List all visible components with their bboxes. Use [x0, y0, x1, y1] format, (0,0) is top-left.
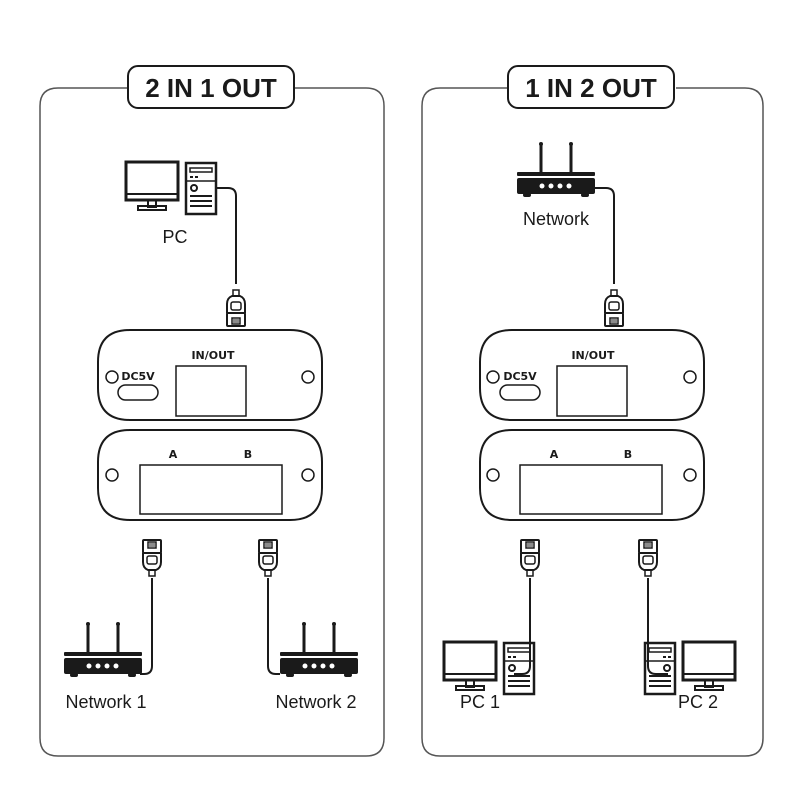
device-label: PC: [162, 227, 187, 247]
device-label: PC 2: [678, 692, 718, 712]
rj45-port-in-out: [175, 365, 247, 417]
panel-border: [39, 87, 385, 757]
screw-hole: [683, 370, 697, 384]
rj45-plug-icon: [142, 539, 162, 577]
rj45-ports-a-b: [519, 464, 663, 515]
device-label: Network 1: [65, 692, 146, 712]
pc-icon: [645, 642, 735, 694]
screw-hole: [683, 468, 697, 482]
power-port: [499, 384, 541, 401]
cable: [140, 578, 153, 675]
cable: [514, 578, 531, 675]
router-icon: [62, 620, 144, 679]
switch-back-panel: A B: [479, 429, 705, 521]
cable: [595, 187, 615, 284]
device-label: Network 2: [275, 692, 356, 712]
device-label: Network: [523, 209, 590, 229]
switch-front-panel: DC5V IN/OUT: [479, 329, 705, 421]
panel-title: 1 IN 2 OUT: [525, 73, 657, 103]
device-label: PC 1: [460, 692, 500, 712]
power-label: DC5V: [121, 370, 155, 383]
rj45-plug-icon: [227, 290, 245, 326]
pc-icon: [442, 640, 536, 696]
panel-title-box: [127, 65, 295, 109]
rj45-plug-icon: [520, 539, 540, 577]
port-label-in-out: IN/OUT: [191, 349, 235, 362]
port-label-b: B: [244, 448, 252, 461]
panel-title: 2 IN 1 OUT: [145, 73, 277, 103]
switch-back-panel: A B: [97, 429, 323, 521]
router-icon: [278, 620, 360, 679]
screw-hole: [105, 370, 119, 384]
port-label-b: B: [624, 448, 632, 461]
cable: [267, 578, 280, 675]
port-label-a: A: [169, 448, 178, 461]
panel-border: [421, 87, 764, 757]
rj45-plug-icon: [638, 539, 658, 577]
cable: [647, 578, 668, 675]
pc-icon: [124, 160, 218, 216]
power-port: [117, 384, 159, 401]
rj45-port-in-out: [556, 365, 628, 417]
cable: [217, 187, 237, 284]
router-icon: [515, 140, 597, 199]
rj45-plug-icon: [258, 539, 278, 577]
port-label-a: A: [550, 448, 559, 461]
screw-hole: [105, 468, 119, 482]
screw-hole: [301, 468, 315, 482]
panel-1-in-2-out: 1 IN 2 OUT Network DC5V IN/OUT A B: [421, 65, 764, 757]
rj45-ports-a-b: [139, 464, 283, 515]
panel-title-box: [507, 65, 675, 109]
port-label-in-out: IN/OUT: [571, 349, 615, 362]
screw-hole: [301, 370, 315, 384]
screw-hole: [486, 468, 500, 482]
panel-2-in-1-out: 2 IN 1 OUT PC DC5V IN/OUT A B N: [39, 65, 385, 757]
screw-hole: [486, 370, 500, 384]
rj45-plug-icon: [605, 290, 623, 326]
switch-front-panel: DC5V IN/OUT: [97, 329, 323, 421]
power-label: DC5V: [503, 370, 537, 383]
